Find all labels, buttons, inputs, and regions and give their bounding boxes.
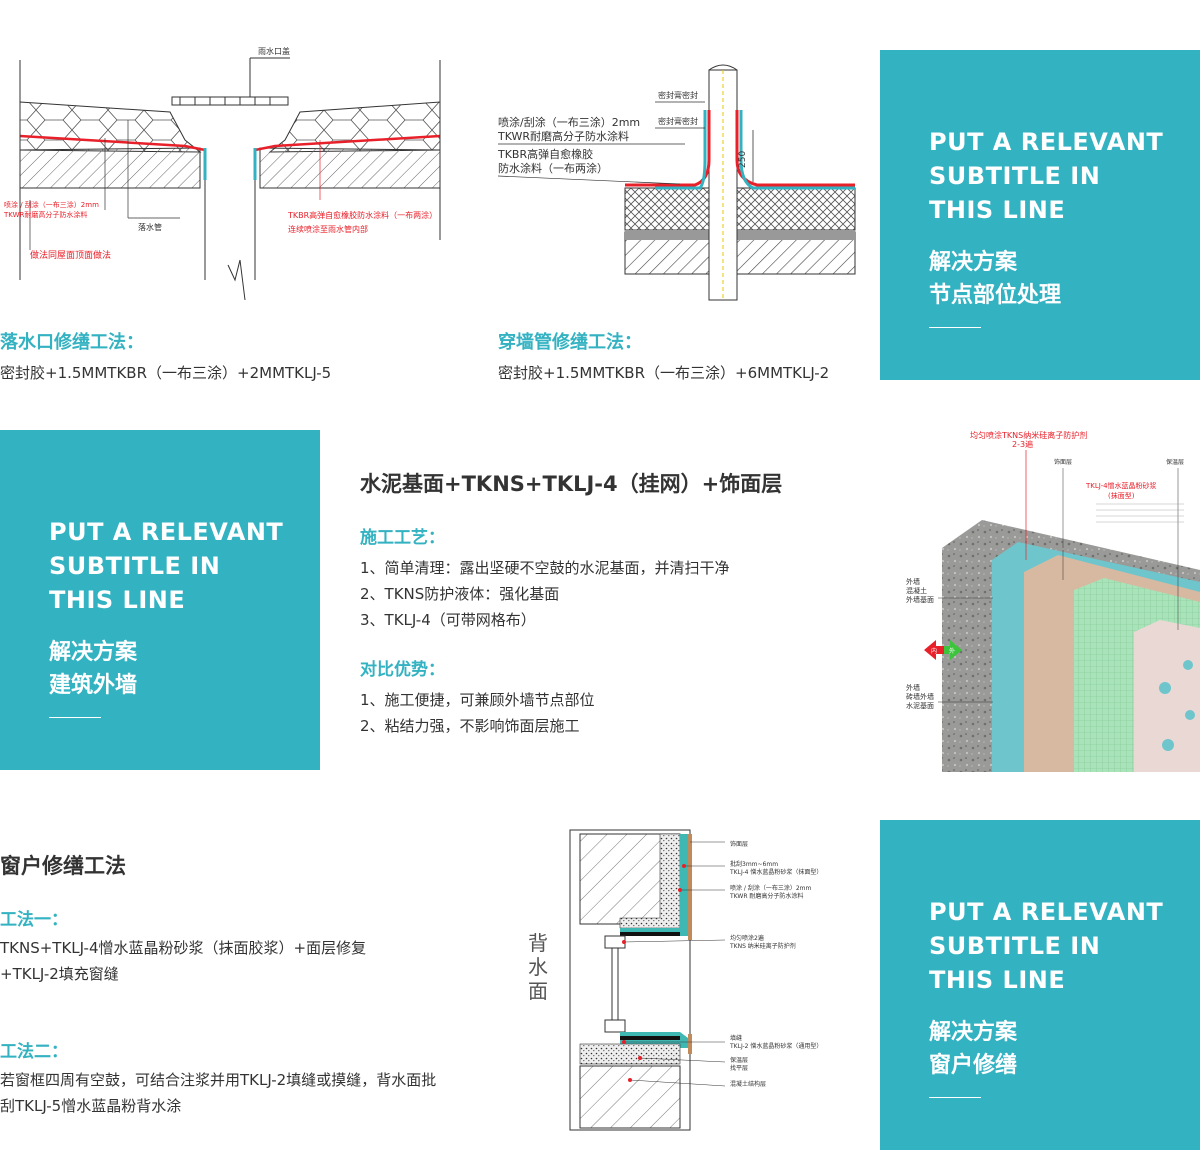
drain-left-note-1: 喷涂 / 刮涂（一布三涂）2mm (4, 200, 99, 209)
wall-process-3: 3、TKLJ-4（可带网格布） (360, 611, 536, 629)
window-label-finish: 饰面层 (730, 840, 748, 848)
wall-title: 水泥基面+TKNS+TKLJ-4（挂网）+饰面层 (360, 472, 783, 496)
wall-mortar-label-2: (抹面型) (1108, 491, 1135, 500)
panel-subtitle-line1: PUT A RELEVANT (49, 518, 284, 546)
panel-subtitle-line3: THIS LINE (929, 196, 1066, 224)
window-back-face-3: 面 (528, 979, 548, 1003)
drain-right-note-1: TKBR高弹自愈橡胶防水涂料（一布两涂） (287, 210, 437, 220)
wall-top-label-1: 均匀喷涂TKNS纳米硅离子防护剂 (970, 430, 1087, 440)
panel-divider (49, 717, 101, 718)
wall-top-label-2: 2-3遍 (1012, 439, 1033, 449)
drain-cover-label: 雨水口盖 (258, 46, 290, 56)
wall-primer-label: 保温层 (1166, 458, 1184, 466)
wall-left2-label-1: 外墙 (906, 683, 920, 692)
wall-left1-label-1: 外墙 (906, 577, 920, 586)
pipe-note-1: 喷涂/刮涂（一布三涂）2mm (498, 115, 640, 129)
window-method2-heading: 工法二： (0, 1042, 68, 1062)
window-label-spray: 喷涂 / 刮涂（一布三涂）2mm (730, 884, 811, 892)
window-label-insulation: 保温层 (730, 1056, 748, 1064)
pipe-seal-1: 密封膏密封 (658, 90, 698, 100)
wall-arrow-in: 内 (931, 647, 937, 655)
wall-finish-label: 饰面层 (1054, 458, 1072, 466)
pipe-diagram: 250 密封膏密封 密封膏密封 喷涂/刮涂（一布三涂）2mm TKWR耐磨高分子… (497, 64, 856, 301)
pipe-heading: 穿墙管修缮工法： (498, 332, 642, 353)
panel-subtitle-line3: THIS LINE (929, 966, 1066, 994)
drain-right-note-2: 连续喷涂至雨水管内部 (288, 224, 368, 234)
drain-left-note-2: TKWR耐磨高分子防水涂料 (3, 210, 87, 219)
window-label-scrape: 批刮3mm~6mm (730, 860, 778, 868)
window-method2-line2: 刮TKLJ-5憎水蓝晶粉背水涂 (0, 1097, 182, 1115)
pipe-note-3: TKBR高弹自愈橡胶 (497, 147, 593, 161)
window-label-tkwr: TKWR 耐磨高分子防水涂料 (729, 892, 803, 900)
wall-mortar-label-1: TKLJ-4憎水蓝晶粉砂浆 (1085, 481, 1157, 490)
solution-panel-wall: PUT A RELEVANT SUBTITLE IN THIS LINE 解决方… (0, 430, 320, 770)
pipe-dim: 250 (738, 151, 748, 168)
window-back-face-1: 背 (528, 931, 548, 955)
panel-cn-line2: 建筑外墙 (49, 673, 138, 698)
window-method1-heading: 工法一： (0, 910, 68, 930)
panel-cn-line2: 窗户修缮 (929, 1053, 1018, 1078)
pipe-formula: 密封胶+1.5MMTKBR（一布三涂）+6MMTKLJ-2 (498, 364, 830, 382)
wall-advantage-1: 1、施工便捷，可兼顾外墙节点部位 (360, 691, 595, 709)
window-method1-line2: +TKLJ-2填充窗缝 (0, 965, 119, 983)
solution-panel-window: PUT A RELEVANT SUBTITLE IN THIS LINE 解决方… (880, 820, 1200, 1150)
panel-subtitle-line2: SUBTITLE IN (49, 552, 221, 580)
window-method1-line1: TKNS+TKLJ-4憎水蓝晶粉砂浆（抹面胶浆）+面层修复 (0, 939, 367, 957)
pipe-note-2: TKWR耐磨高分子防水涂料 (497, 129, 629, 143)
wall-left2-label-2: 砖墙外墙 (906, 692, 934, 701)
drain-pipe-label: 落水管 (138, 222, 162, 232)
wall-process-heading: 施工工艺： (360, 528, 445, 548)
window-label-spray2: 均匀喷涂2遍 (730, 934, 764, 942)
panel-subtitle-line1: PUT A RELEVANT (929, 128, 1164, 156)
window-label-tklj4: TKLJ-4 憎水蓝晶粉砂浆（抹面型） (729, 868, 822, 876)
wall-process-2: 2、TKNS防护液体：强化基面 (360, 585, 560, 603)
window-section-diagram: 背 水 面 饰面层 批刮3mm~6mm TKLJ-4 憎水蓝晶粉砂浆（抹面型） … (528, 829, 822, 1131)
panel-cn-line1: 解决方案 (49, 640, 138, 665)
wall-left2-label-3: 水泥基面 (906, 701, 934, 710)
window-back-face-2: 水 (528, 955, 548, 979)
solution-panel-nodes: PUT A RELEVANT SUBTITLE IN THIS LINE 解决方… (880, 50, 1200, 380)
pipe-seal-2: 密封膏密封 (658, 116, 698, 126)
window-label-leveling: 找平层 (730, 1064, 748, 1072)
panel-cn-line1: 解决方案 (929, 250, 1018, 275)
panel-subtitle-line2: SUBTITLE IN (929, 162, 1101, 190)
panel-subtitle-line3: THIS LINE (49, 586, 186, 614)
window-label-tklj2: TKLJ-2 憎水蓝晶粉砂浆（通用型） (729, 1042, 822, 1050)
drain-diagram: 雨水口盖 喷涂 / 刮涂（一布三涂）2mm TKWR耐磨高分子防水涂料 落水管 … (3, 46, 441, 301)
window-label-fill: 填缝 (730, 1034, 742, 1042)
window-label-tkns: TKNS 纳米硅离子防护剂 (729, 942, 796, 950)
wall-advantage-2: 2、粘结力强，不影响饰面层施工 (360, 717, 580, 735)
wall-process-1: 1、简单清理：露出坚硬不空鼓的水泥基面，并清扫干净 (360, 559, 730, 577)
wall-left1-label-3: 外墙基面 (906, 595, 934, 604)
window-label-concrete: 混凝土结构层 (730, 1080, 766, 1088)
window-title: 窗户修缮工法 (0, 854, 126, 878)
wall-advantage-heading: 对比优势： (360, 660, 445, 680)
panel-cn-line1: 解决方案 (929, 1020, 1018, 1045)
panel-subtitle-line1: PUT A RELEVANT (929, 898, 1164, 926)
panel-divider (929, 327, 981, 328)
window-method2-line1: 若窗框四周有空鼓，可结合注浆并用TKLJ-2填缝或摸缝，背水面批 (0, 1071, 437, 1089)
drain-formula: 密封胶+1.5MMTKBR（一布三涂）+2MMTKLJ-5 (0, 364, 332, 382)
panel-divider (929, 1097, 981, 1098)
pipe-note-4: 防水涂料（一布两涂） (498, 161, 608, 175)
panel-subtitle-line2: SUBTITLE IN (929, 932, 1101, 960)
wall-arrow-out: 外 (949, 647, 955, 655)
panel-cn-line2: 节点部位处理 (929, 283, 1062, 308)
drain-roof-note: 做法同屋面顶面做法 (30, 249, 111, 261)
wall-layers-diagram: 均匀喷涂TKNS纳米硅离子防护剂 2-3遍 饰面层 保温层 TKLJ-4憎水蓝晶… (906, 430, 1200, 772)
drain-heading: 落水口修缮工法： (0, 332, 144, 353)
wall-left1-label-2: 混凝土 (906, 586, 927, 595)
